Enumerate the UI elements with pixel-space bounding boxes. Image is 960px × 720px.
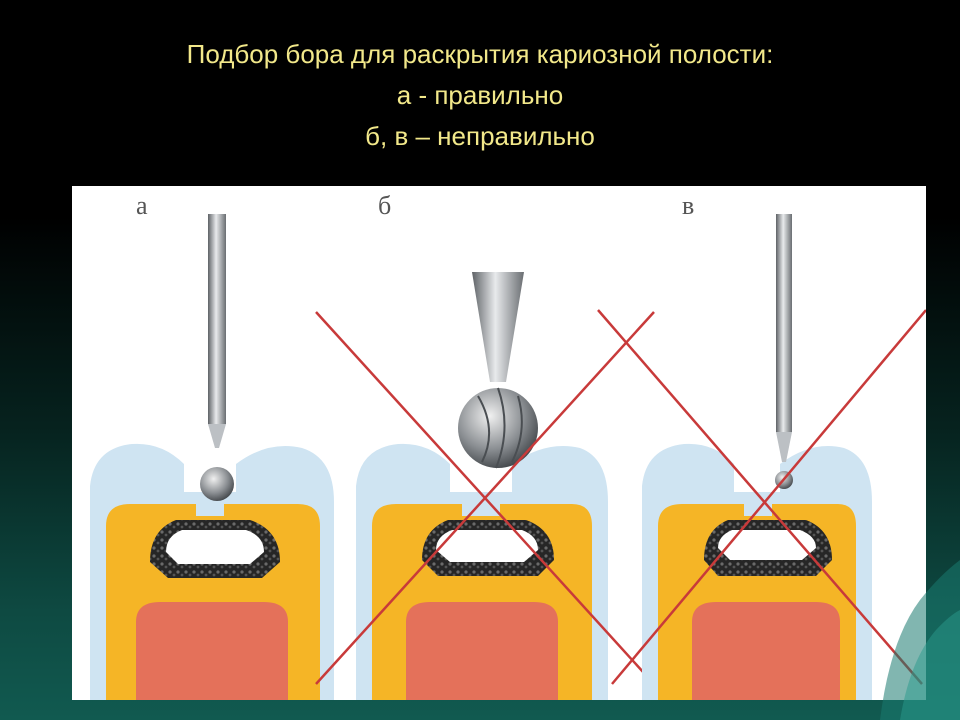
cross-mark-c	[597, 309, 926, 685]
title-line-3: б, в – неправильно	[365, 121, 595, 151]
tooth-c	[642, 443, 872, 700]
title-line-2: а - правильно	[396, 80, 564, 110]
panel-label-c: в	[682, 191, 694, 220]
panel-a: а	[90, 191, 334, 700]
cross-mark-b	[315, 311, 655, 685]
title-line-1: Подбор бора для раскрытия кариозной поло…	[186, 39, 774, 69]
panel-c: в	[597, 191, 926, 700]
slide-title: Подбор бора для раскрытия кариозной поло…	[0, 34, 960, 157]
panel-b: б	[315, 191, 655, 700]
bur-selection-figure: а б	[72, 186, 926, 700]
bur-tiny-round	[775, 214, 793, 489]
tooth-a	[90, 443, 334, 700]
bur-small-round	[200, 214, 234, 501]
panel-label-b: б	[378, 191, 391, 220]
panel-label-a: а	[136, 191, 148, 220]
bur-large-round	[458, 272, 538, 469]
tooth-b	[356, 443, 608, 700]
wave-decoration	[880, 560, 960, 720]
